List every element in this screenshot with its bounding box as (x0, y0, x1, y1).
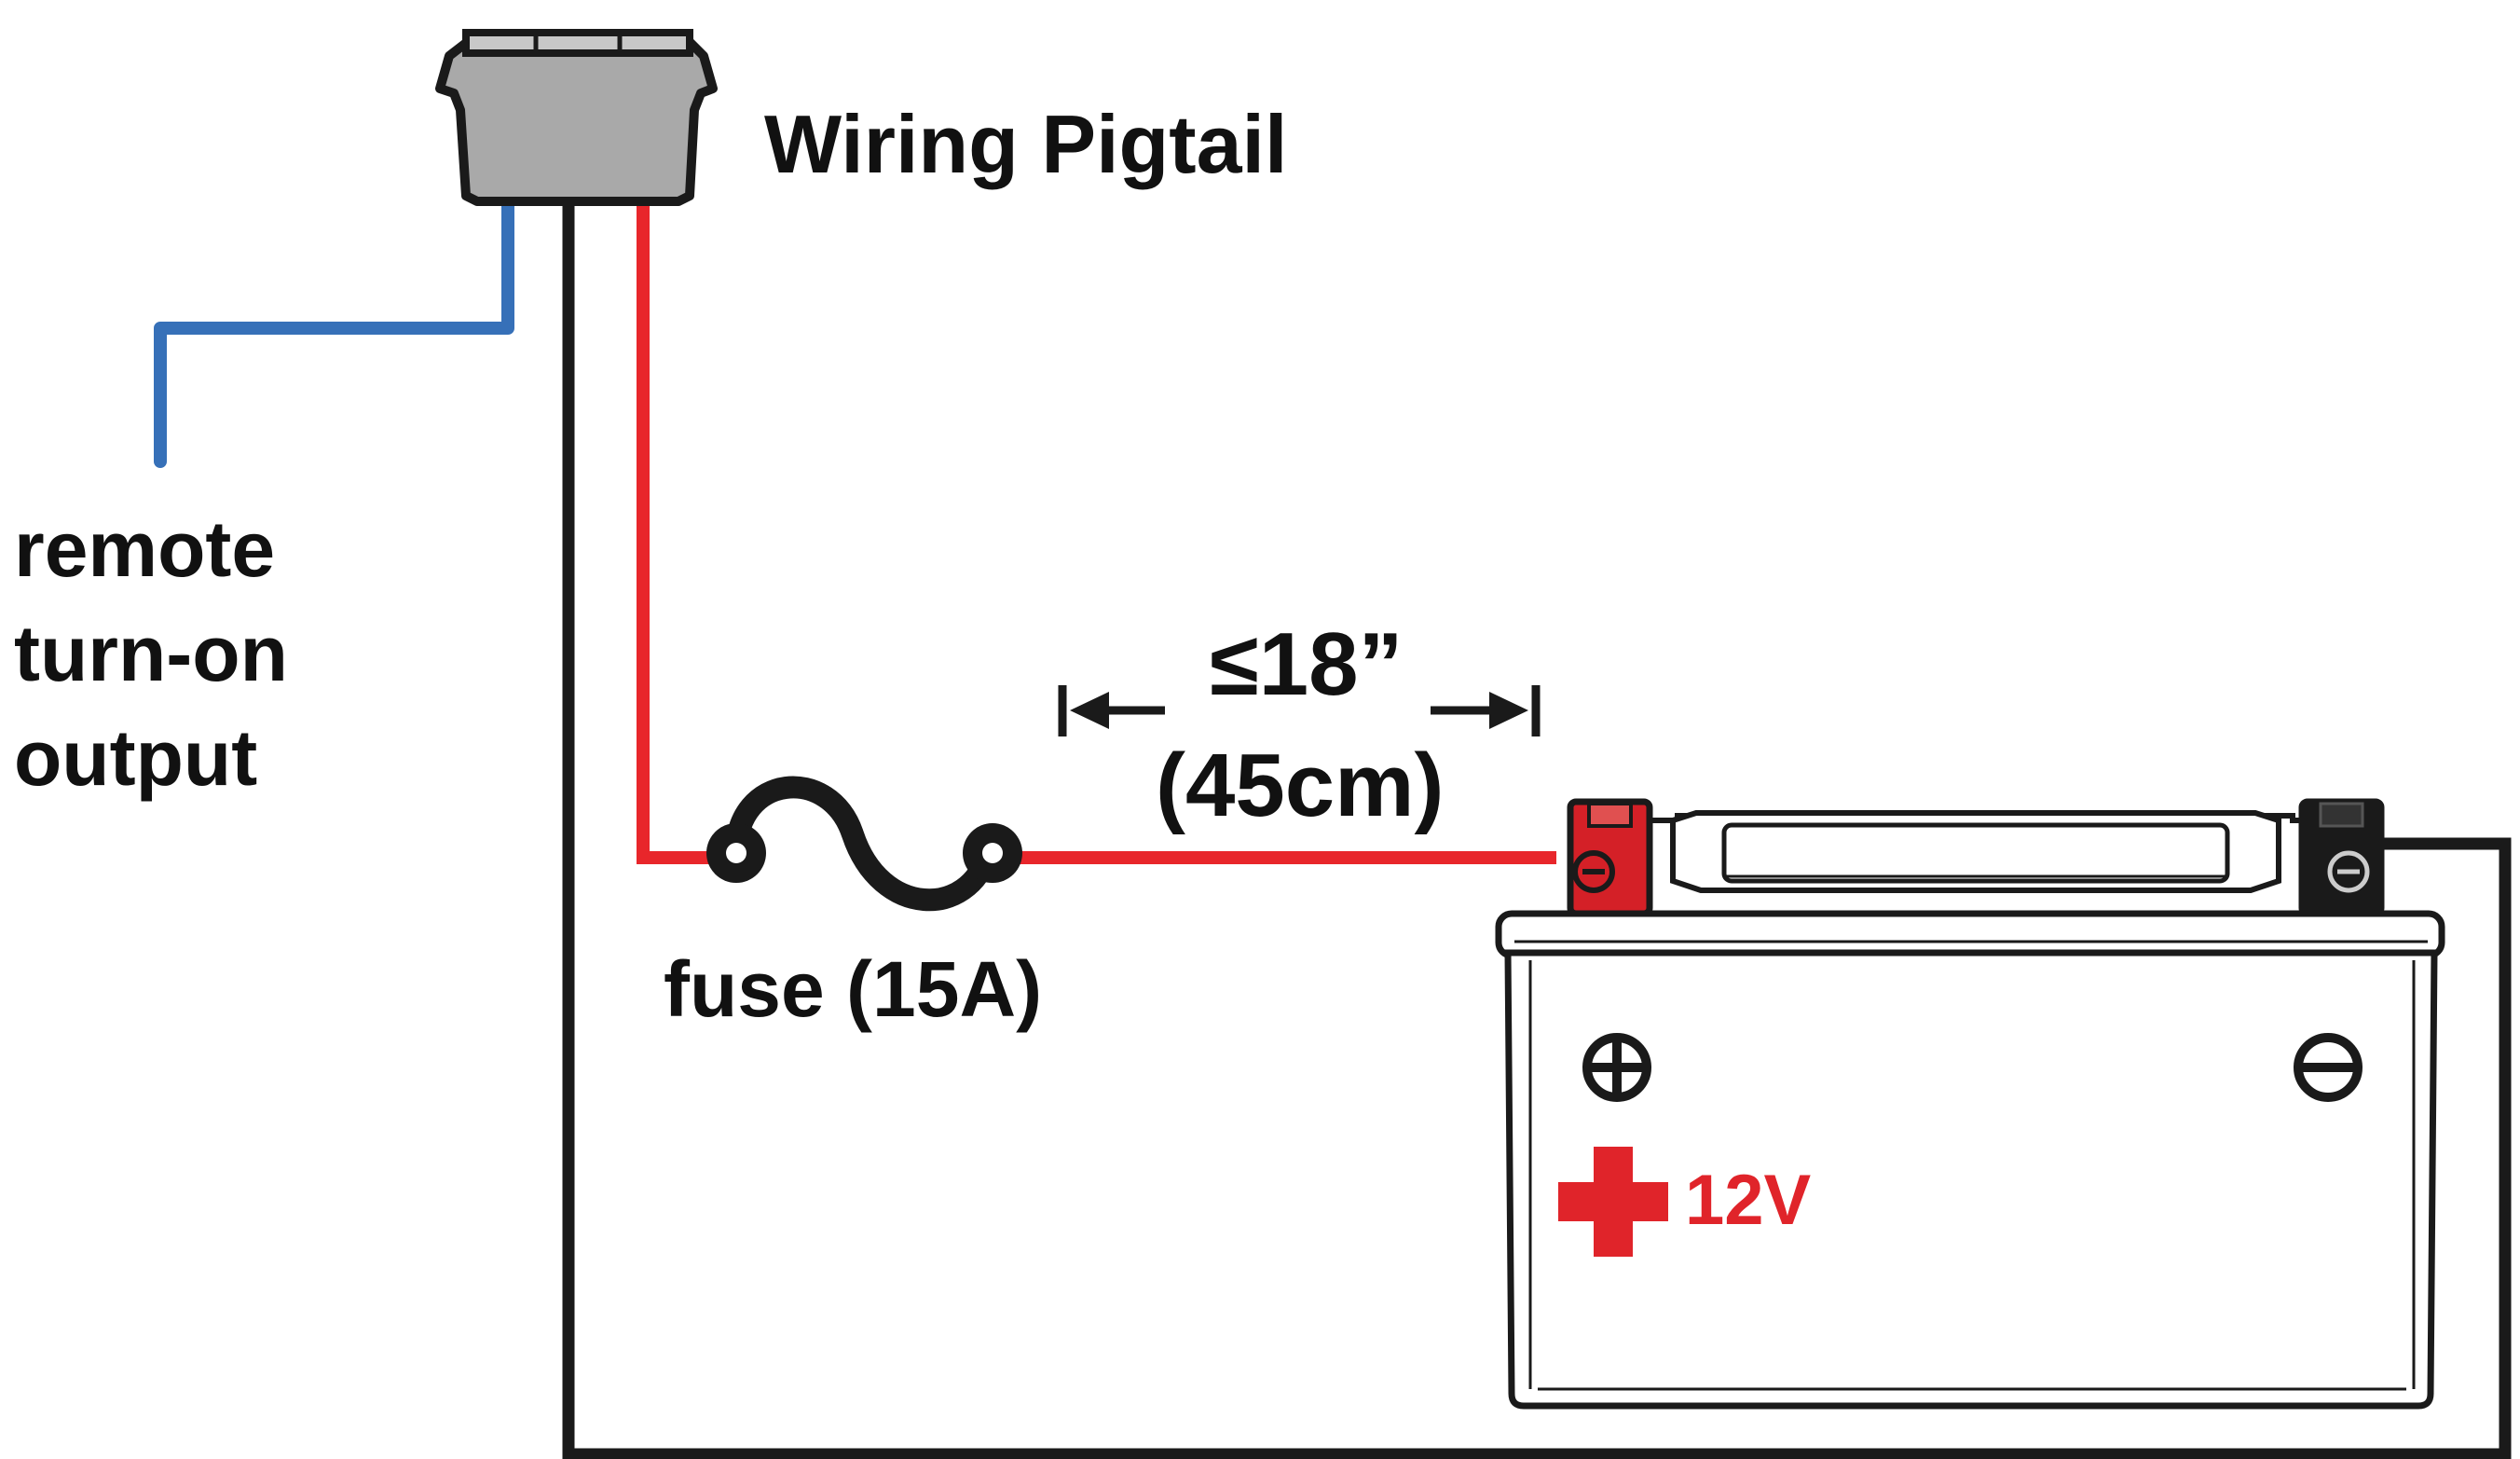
battery-voltage-label: 12V (1685, 1161, 1812, 1240)
battery-icon (1495, 798, 2445, 1410)
wiring-pigtail-label: Wiring Pigtail (764, 98, 1287, 190)
dimension-arrow-left-icon (1058, 685, 1165, 736)
fuse-label: fuse (15A) (664, 945, 1042, 1033)
negative-terminal (2298, 798, 2385, 917)
wiring-pigtail-connector-icon (435, 29, 718, 206)
remote-label-line1: remote (14, 505, 275, 593)
remote-turn-on-wire (154, 194, 514, 468)
positive-wire (637, 200, 732, 864)
remote-label-line3: output (14, 714, 257, 802)
negative-symbol-icon (2294, 1033, 2362, 1102)
fuse-icon (706, 776, 1022, 912)
remote-label-line2: turn-on (14, 610, 288, 697)
ground-wire (562, 200, 2512, 1459)
positive-symbol-icon (1582, 1033, 1651, 1102)
dimension-arrow-right-icon (1431, 685, 1541, 736)
distance-metric-label: (45cm) (1156, 736, 1444, 835)
distance-label: ≤18” (1210, 614, 1403, 714)
positive-terminal (1567, 798, 1653, 917)
battery-cross-icon (1558, 1147, 1668, 1257)
